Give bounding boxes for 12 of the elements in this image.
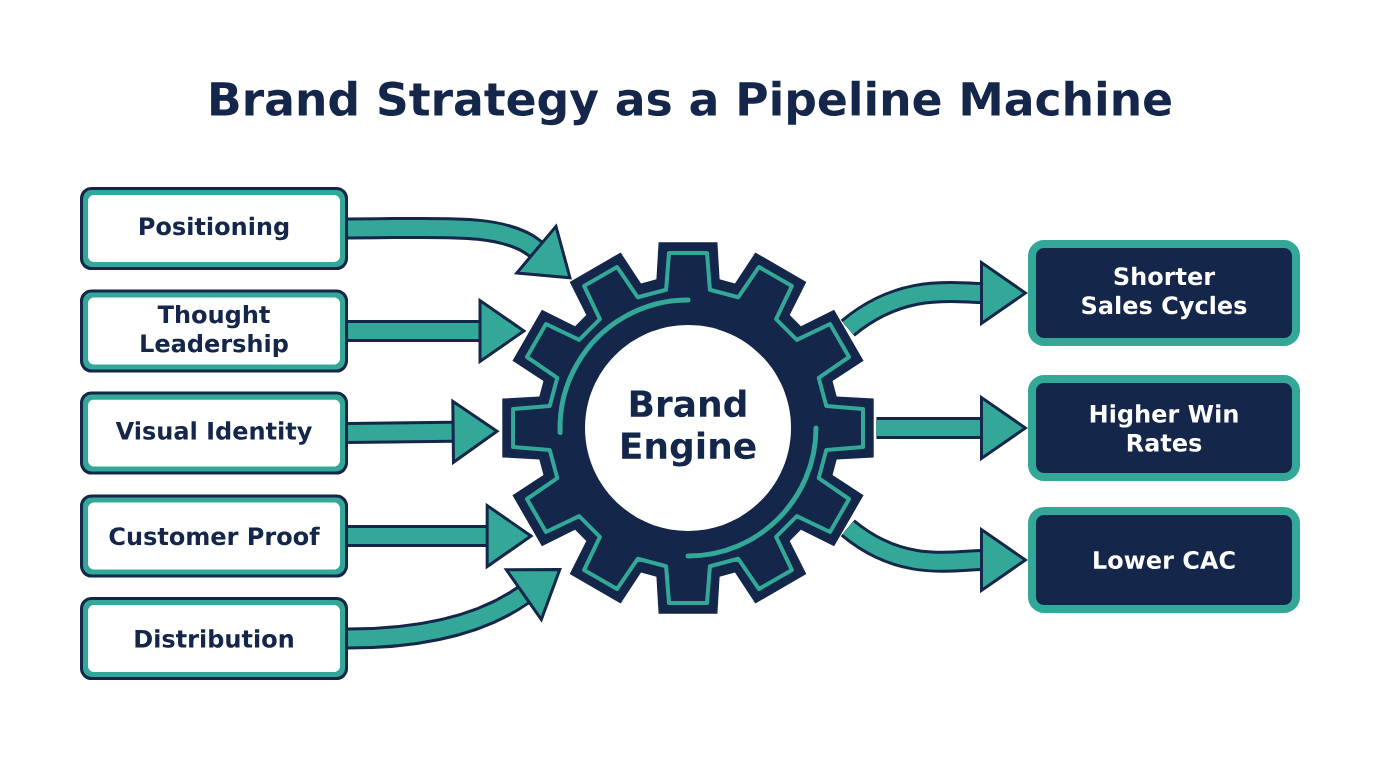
input-box: Positioning — [80, 187, 348, 270]
block-arrow — [347, 216, 572, 280]
input-box: Visual Identity — [80, 391, 348, 475]
input-box: Customer Proof — [80, 494, 348, 578]
output-box: Lower CAC — [1028, 507, 1300, 613]
output-box: Shorter Sales Cycles — [1028, 240, 1300, 346]
gear: Brand Engine — [502, 242, 874, 614]
input-box: Thought Leadership — [80, 289, 348, 373]
title: Brand Strategy as a Pipeline Machine — [211, 80, 1171, 126]
block-arrow — [347, 568, 562, 650]
output-box: Higher Win Rates — [1028, 375, 1300, 481]
input-box: Distribution — [80, 597, 348, 680]
